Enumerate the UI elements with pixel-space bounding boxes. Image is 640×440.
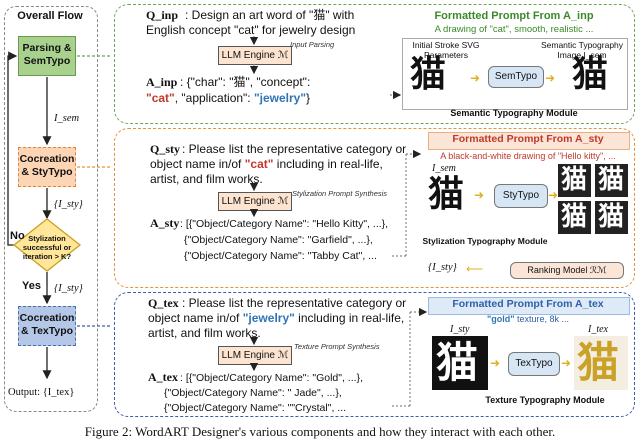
a-inp-label: A_inp [146, 75, 178, 89]
decision-label: Stylization successful or iteration > K? [22, 234, 72, 261]
texture-synthesis-note: Texture Prompt Synthesis [294, 342, 380, 351]
a-sty-line-3: {"Object/Category Name": "Tabby Cat", ..… [184, 250, 377, 262]
stylization-panel [114, 128, 635, 288]
texture-output-image [574, 336, 628, 390]
a-inp-application: "jewelry" [253, 91, 307, 105]
panel3-arrows [249, 307, 428, 407]
a-inp-app-key: , "application": [174, 91, 254, 105]
arrow-right-icon: ➜ [561, 356, 572, 370]
fp-sty-title: Formatted Prompt From A_sty [452, 133, 604, 145]
q-sty-line-3: artist, and film works. [150, 172, 263, 186]
input-parsing-note: Input Parsing [290, 40, 335, 49]
a-inp-end: } [306, 91, 311, 105]
fp-inp-text: A drawing of "cat", smooth, realistic ..… [434, 24, 594, 35]
q-sty-concept: "cat" [244, 157, 274, 171]
q-inp-label: Q_inp [146, 8, 179, 22]
a-tex-line-2: {"Object/Category Name": " Jade", ...}, [164, 387, 342, 399]
cocreation-stytypo-step: Cocreation & StyTypo [18, 147, 76, 187]
texture-module-name: Texture Typography Module [485, 395, 605, 405]
semantic-module-name: Semantic Typography Module [450, 108, 578, 118]
q-tex-concept: "jewelry" [242, 311, 295, 325]
a-tex-line-1: : [{"Object/Category Name": "Gold", ...}… [180, 372, 363, 384]
glyph-sample: 猫 [561, 165, 588, 195]
q-tex-line-1: : Please list the representative categor… [182, 296, 407, 310]
stylized-input-image [432, 336, 488, 390]
parsing-panel [114, 4, 635, 124]
stylization-synthesis-note: Stylization Prompt Synthesis [292, 189, 388, 198]
a-tex-line-3: {"Object/Category Name": ""Crystal", ... [164, 402, 347, 414]
flow-label-isty-1: {I_sty} [54, 199, 83, 210]
glyph-tex-input: 猫 [436, 338, 479, 387]
flow-label-isty-2: {I_sty} [54, 283, 83, 294]
tex-itex-label: I_tex [588, 324, 608, 335]
sty-output-label: {I_sty} [428, 262, 457, 273]
arrow-right-icon: ➜ [548, 188, 559, 202]
fp-inp-title: Formatted Prompt From A_inp [434, 10, 594, 22]
q-tex-line-2b: including in real-life, [294, 311, 405, 325]
stylization-module-name: Stylization Typography Module [422, 236, 548, 246]
flow-label-isem: I_sem [54, 113, 80, 124]
fp-tex-title: Formatted Prompt From A_tex [452, 298, 604, 310]
sample-tile [595, 201, 628, 234]
arrow-left-icon: ⟵ [466, 262, 484, 276]
sample-tile [595, 164, 628, 197]
semantic-image-label: Semantic Typography Image I_sem [540, 40, 624, 60]
q-inp-line-1: : Design an art word of "猫" with [185, 8, 355, 22]
tex-isty-label: I_sty [450, 324, 470, 335]
decision-diamond [12, 218, 82, 272]
arrow-right-icon: ➜ [490, 356, 501, 370]
fp-sty-text: A black-and-white drawing of "Hello kitt… [440, 151, 616, 161]
figure-caption: Figure 2: WordART Designer's various com… [84, 424, 556, 439]
overall-flow-title: Overall Flow [17, 10, 83, 22]
arrow-right-icon: ➜ [470, 71, 481, 85]
arrow-right-icon: ➜ [474, 188, 485, 202]
fp-sty-title-box [428, 132, 630, 150]
initial-stroke-label: Initial Stroke SVG Parameters [412, 40, 480, 60]
stylized-samples-grid: 猫 猫 猫 猫 [558, 164, 628, 234]
glyph-tex-output: 猫 [577, 338, 620, 387]
q-tex-label: Q_tex [148, 296, 179, 310]
overall-flow-container [4, 6, 98, 412]
q-tex-line-3: artist, and film works. [148, 326, 261, 340]
q-sty-line-2b: including in real-life, [273, 157, 383, 171]
a-sty-label: A_sty [150, 216, 180, 230]
fp-tex-text: texture, 8k ... [514, 314, 570, 324]
arrow-right-icon: ➜ [545, 71, 556, 85]
ranking-model-button: Ranking Model ℛℳ [510, 262, 624, 279]
glyph-sample: 猫 [561, 202, 588, 232]
glyph-semantic: 猫 [572, 53, 609, 95]
flow-output-label: Output: {I_tex} [8, 387, 75, 398]
a-tex-label: A_tex [148, 370, 178, 384]
q-tex-line-2a: object name in/of [148, 311, 243, 325]
sample-tile [558, 201, 591, 234]
stytypo-button: StyTypo [494, 184, 548, 208]
glyph-initial: 猫 [410, 53, 447, 95]
flow-arrows [7, 51, 112, 380]
q-sty-label: Q_sty [150, 142, 180, 156]
parsing-semtypo-step: Parsing & SemTypo [18, 36, 76, 76]
glyph-sample: 猫 [598, 202, 625, 232]
sty-isem-label: I_sem [432, 163, 456, 174]
a-inp-concept: "cat" [146, 91, 175, 105]
q-sty-line-1: : Please list the representative categor… [182, 142, 407, 156]
textypo-button: TexTypo [508, 352, 560, 376]
cocreation-textypo-step: Cocreation & TexTypo [18, 306, 76, 346]
fp-tex-keyword: "gold" [486, 314, 515, 324]
panel2-arrows [249, 149, 422, 257]
a-sty-line-1: : [{"Object/Category Name": "Hello Kitty… [180, 218, 389, 230]
glyph-sty-input: 猫 [428, 173, 465, 215]
glyph-sample: 猫 [598, 165, 625, 195]
q-inp-line-2: English concept "cat" for jewelry design [146, 23, 356, 37]
flow-yes-label: Yes [22, 280, 41, 292]
a-inp-line-1: : {"char": "猫", "concept": [180, 75, 311, 89]
a-sty-line-2: {"Object/Category Name": "Garfield", ...… [184, 234, 373, 246]
sample-tile [558, 164, 591, 197]
semtypo-button: SemTypo [488, 66, 544, 88]
llm-engine-1: LLM Engine ℳ [218, 46, 292, 65]
q-sty-line-2a: object name in/of [150, 157, 245, 171]
flow-no-label: No [10, 230, 25, 242]
panel1-arrows [249, 36, 402, 100]
texture-panel [114, 292, 635, 417]
fp-tex-title-box [428, 297, 630, 315]
